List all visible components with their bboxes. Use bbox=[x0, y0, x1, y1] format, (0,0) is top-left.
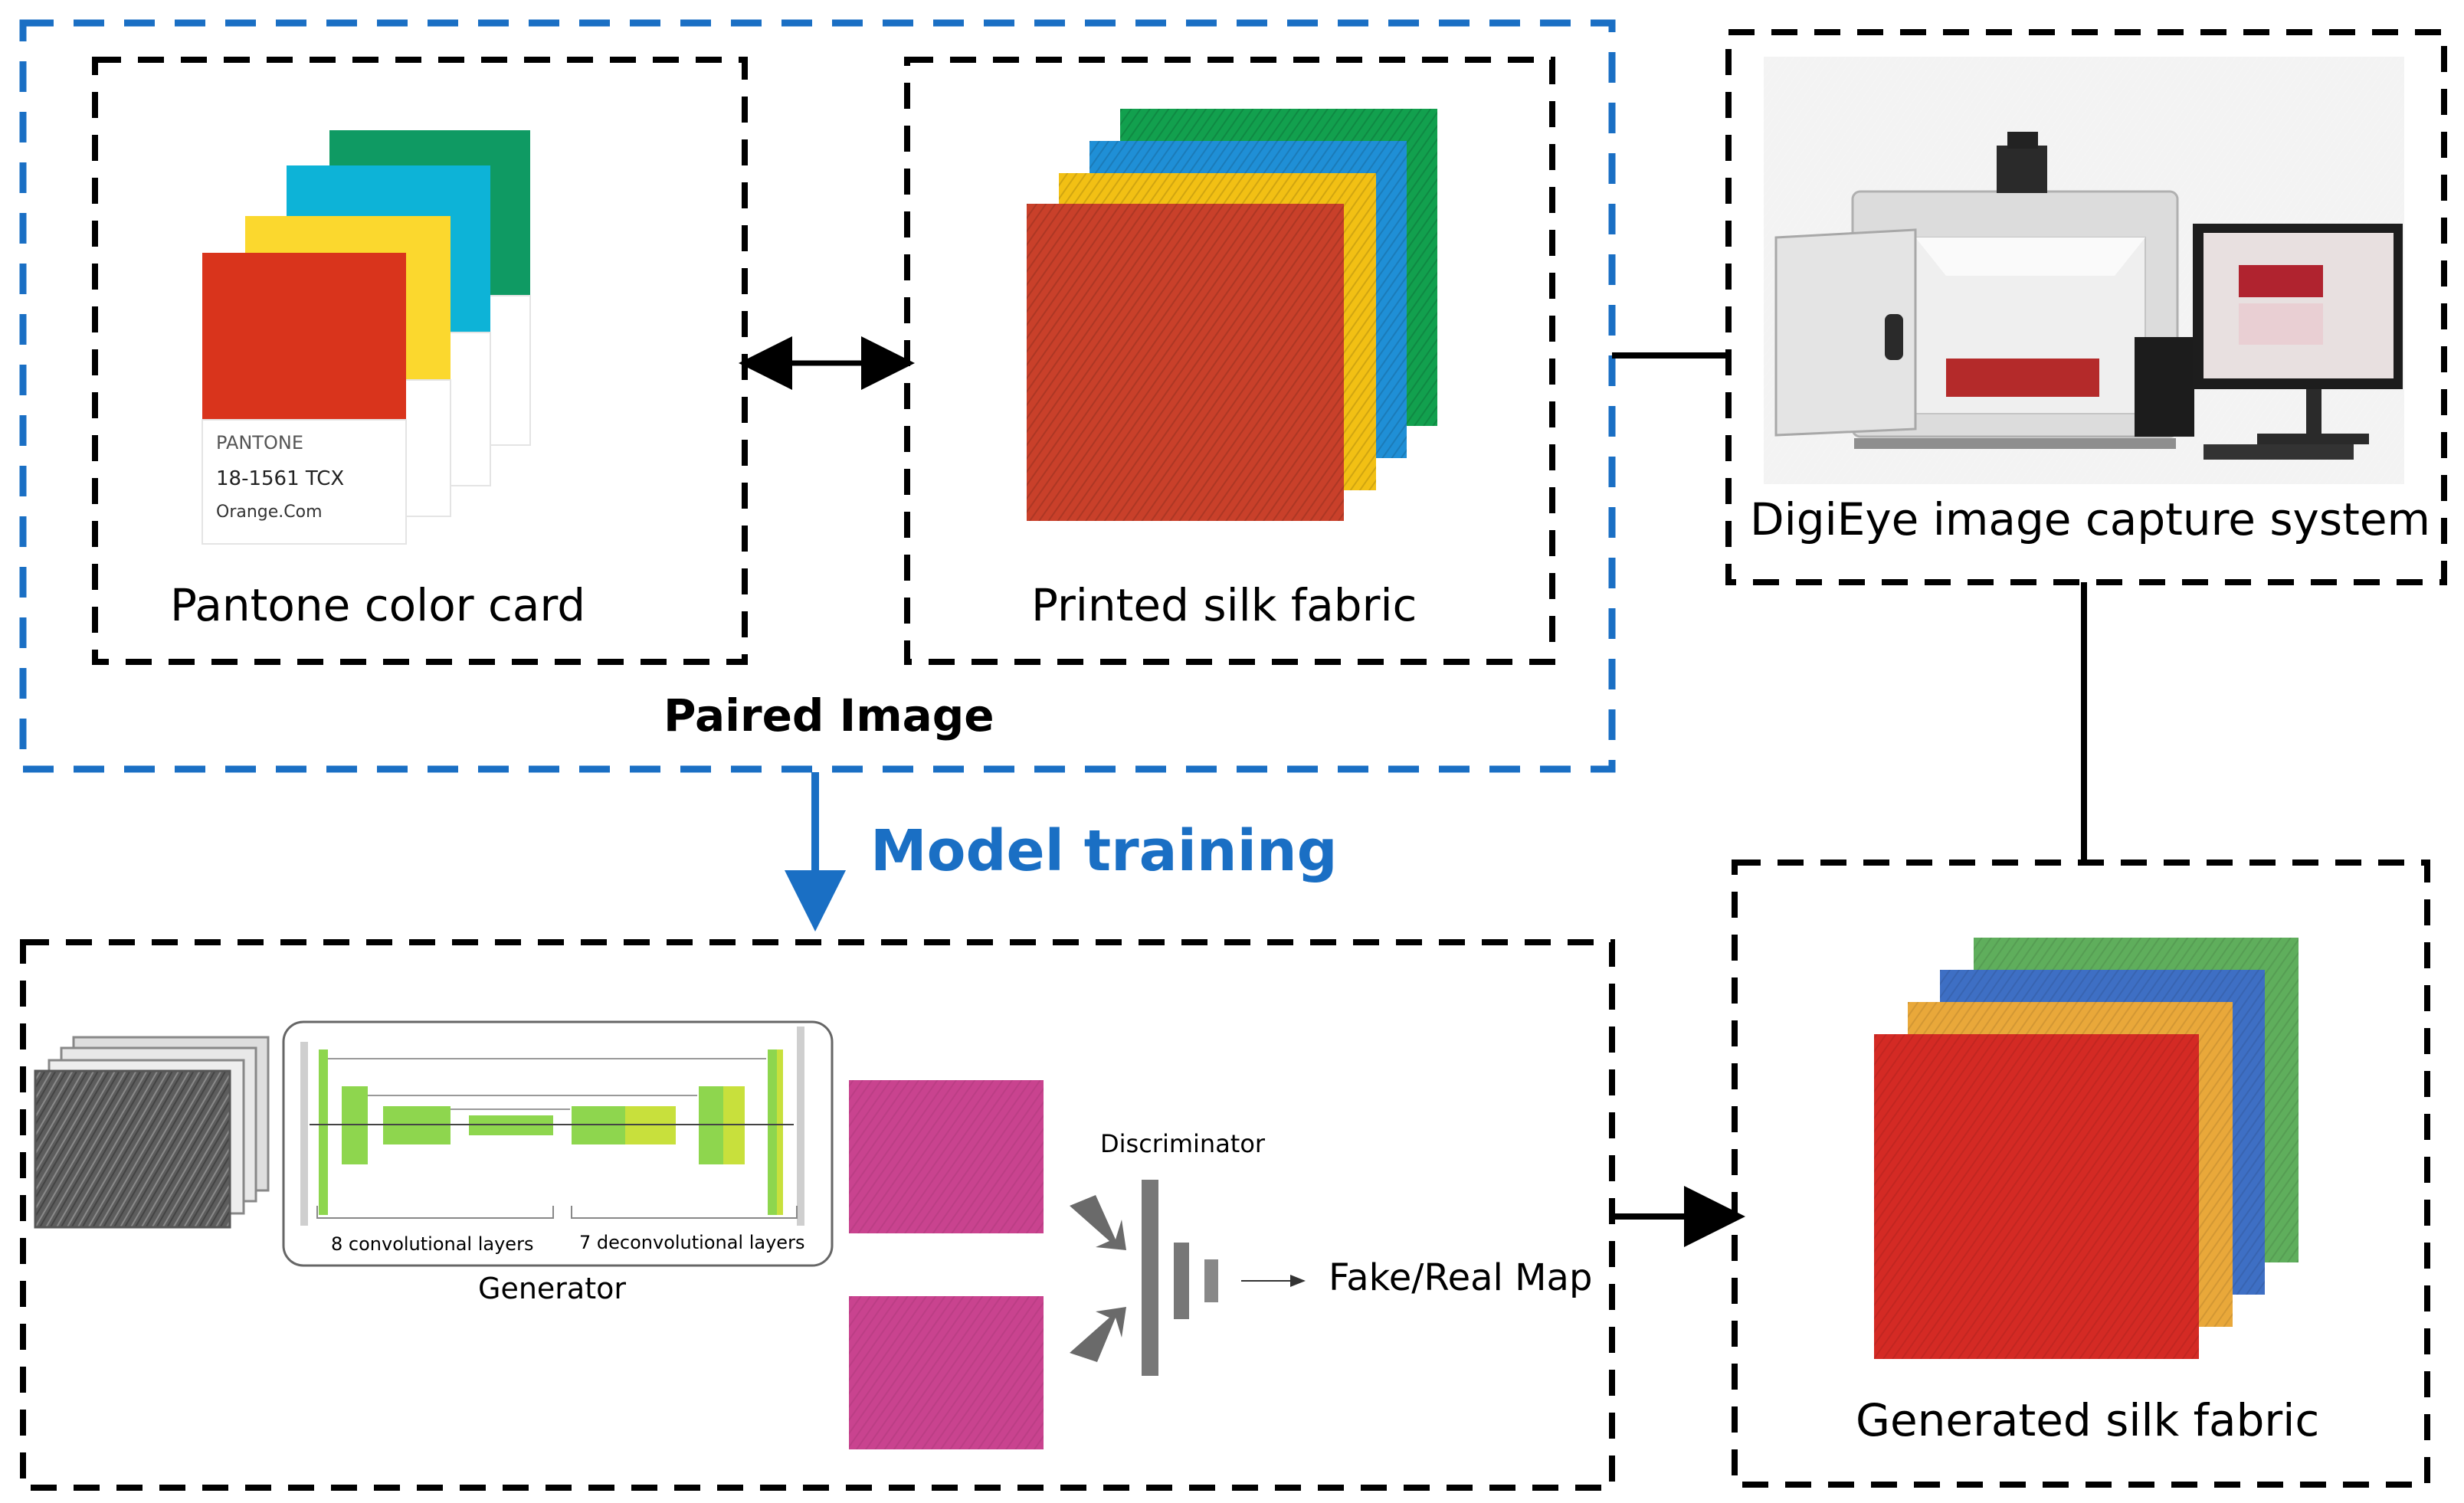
generator-layers bbox=[300, 1027, 804, 1226]
discriminator-caption: Discriminator bbox=[1100, 1129, 1266, 1158]
fake-real-map-caption: Fake/Real Map bbox=[1329, 1256, 1593, 1299]
discriminator-block bbox=[1070, 1180, 1306, 1376]
pantone-code-label: 18-1561 TCX bbox=[216, 467, 345, 490]
digieye-box bbox=[1725, 29, 2447, 585]
generator-box bbox=[282, 1020, 834, 1267]
digieye-device-image bbox=[1764, 57, 2404, 484]
magenta-fabric-images bbox=[849, 1080, 1044, 1449]
paired-image-caption: Paired Image bbox=[664, 689, 994, 742]
pantone-card-stack bbox=[202, 130, 531, 545]
pantone-card-caption: Pantone color card bbox=[170, 579, 586, 631]
generated-fabric-box bbox=[1732, 860, 2430, 1488]
generated-fabric-caption: Generated silk fabric bbox=[1856, 1394, 2320, 1446]
generated-fabric-stack bbox=[1874, 938, 2299, 1359]
decoder-caption: 7 deconvolutional layers bbox=[579, 1232, 805, 1253]
pantone-brand-label: PANTONE bbox=[216, 432, 303, 454]
input-texture-stack bbox=[34, 1036, 270, 1229]
generator-caption: Generator bbox=[478, 1272, 626, 1305]
pantone-name-label: Orange.Com bbox=[216, 503, 323, 522]
model-training-caption: Model training bbox=[870, 818, 1338, 884]
digieye-caption: DigiEye image capture system bbox=[1750, 493, 2431, 545]
printed-fabric-caption: Printed silk fabric bbox=[1031, 579, 1417, 631]
printed-fabric-stack bbox=[1027, 109, 1437, 521]
encoder-caption: 8 convolutional layers bbox=[331, 1233, 534, 1255]
